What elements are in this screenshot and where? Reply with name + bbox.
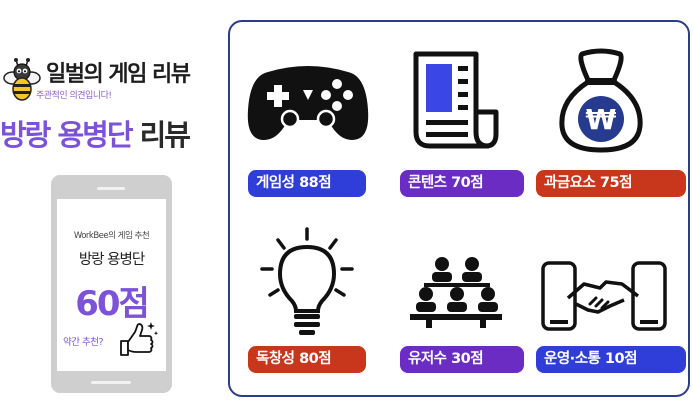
score-badge-user-count: 유저수 30점: [400, 346, 524, 373]
brand-title: 일벌의 게임 리뷰: [46, 62, 191, 87]
brand-header: 일벌의 게임 리뷰 주관적인 의견입니다!: [2, 52, 228, 112]
handshake-phones-icon: [541, 261, 667, 331]
score-badge-content: 콘텐츠 70점: [400, 170, 524, 197]
score-badge-monetization: 과금요소 75점: [536, 170, 686, 197]
recommendation-label: WorkBee의 게임 추천: [73, 231, 150, 241]
recommendation-game-name: 방랑 용병단: [78, 252, 145, 268]
audience-icon: [410, 257, 502, 328]
gamepad-icon: [247, 66, 369, 140]
score-badge-operation: 운영·소통 10점: [536, 346, 686, 373]
review-title: 방랑 용병단 리뷰: [0, 112, 191, 154]
review-suffix: 리뷰: [139, 118, 191, 152]
total-score: 60점: [75, 284, 150, 324]
phone-speaker: [97, 187, 125, 190]
won-money-bag-icon: ₩: [559, 48, 643, 153]
phone-home-bar: [91, 381, 131, 384]
brand-subtitle: 주관적인 의견입니다!: [36, 91, 112, 101]
score-badge-gameplay: 게임성 88점: [248, 170, 366, 197]
phone-screen: WorkBee의 게임 추천 방랑 용병단 60점 약간 추천?: [57, 199, 166, 371]
score-badge-originality: 독창성 80점: [248, 346, 366, 373]
review-game-name: 방랑 용병단: [0, 118, 133, 152]
score-panel: ₩: [228, 20, 690, 397]
thumbs-up-icon: [120, 322, 159, 356]
phone-card: WorkBee의 게임 추천 방랑 용병단 60점 약간 추천?: [51, 175, 172, 393]
bee-mascot-icon: [3, 58, 41, 101]
lightbulb-icon: [260, 227, 354, 335]
verdict-text: 약간 추천?: [63, 337, 104, 348]
svg-text:₩: ₩: [586, 103, 617, 136]
newspaper-icon: [413, 51, 499, 149]
